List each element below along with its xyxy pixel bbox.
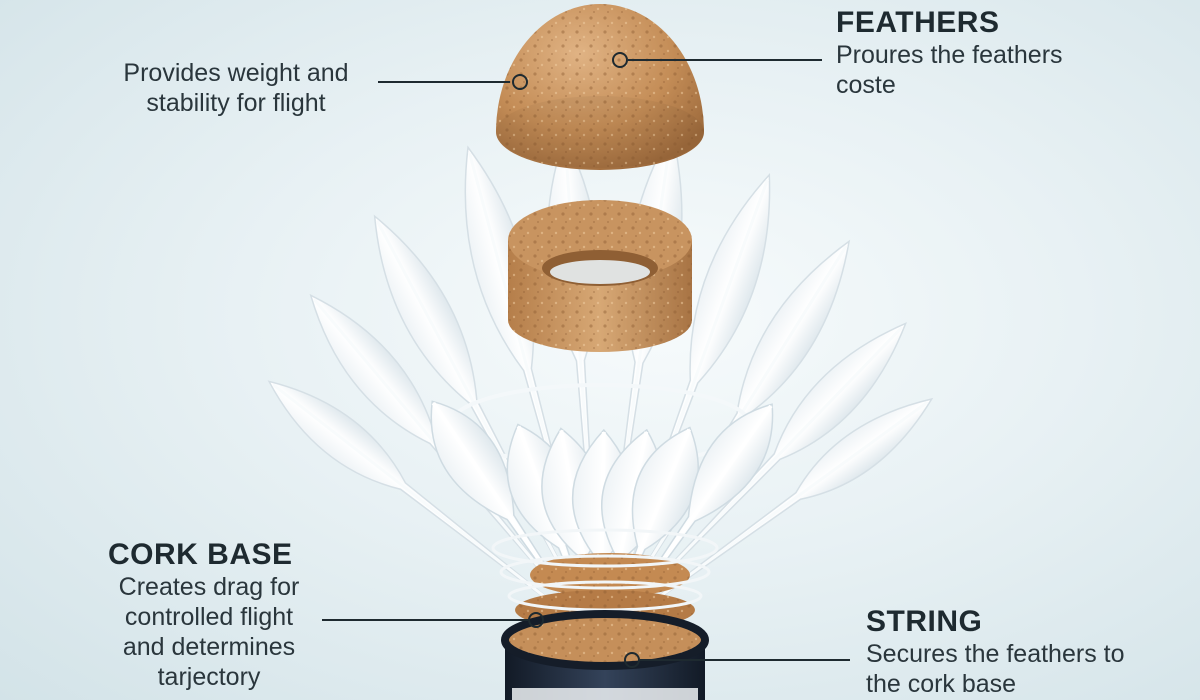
callout-weight-line: Provides weight and	[123, 59, 349, 87]
callout-string-title: STRING	[866, 605, 983, 638]
callout-string-line: Secures the feathers to	[866, 640, 1125, 668]
base-band	[501, 610, 709, 700]
callout-feathers-title: FEATHERS	[836, 6, 1000, 39]
callout-cork-base-line: and determines	[122, 633, 296, 661]
callout-feathers-line: coste	[836, 71, 896, 99]
leader-dot-feathers	[612, 52, 628, 68]
cork-dome	[496, 4, 704, 170]
leader-dot-cork	[528, 612, 544, 628]
leader-dot-weight	[512, 74, 528, 90]
callout-weight-line: stability for flight	[146, 89, 326, 117]
callout-cork-base-title: CORK BASE	[108, 538, 293, 571]
callout-string: STRING Secures the feathers to the cork …	[866, 605, 1186, 699]
callout-cork-base-line: Creates drag for	[118, 573, 300, 601]
callout-cork-base-line: controlled flight	[124, 603, 294, 631]
callout-feathers: FEATHERS Proures the feathers coste	[836, 6, 1166, 100]
callout-cork-base-line: tarjectory	[157, 663, 261, 691]
leader-dot-string	[624, 652, 640, 668]
leader-lines	[322, 52, 850, 668]
callout-feathers-line: Proures the feathers	[836, 41, 1063, 69]
callout-weight: Provides weight and stability for flight	[96, 58, 376, 118]
callout-cork-base: CORK BASE Creates drag for controlled fl…	[104, 538, 314, 692]
callout-string-line: the cork base	[866, 670, 1017, 698]
cork-ring	[508, 200, 692, 352]
